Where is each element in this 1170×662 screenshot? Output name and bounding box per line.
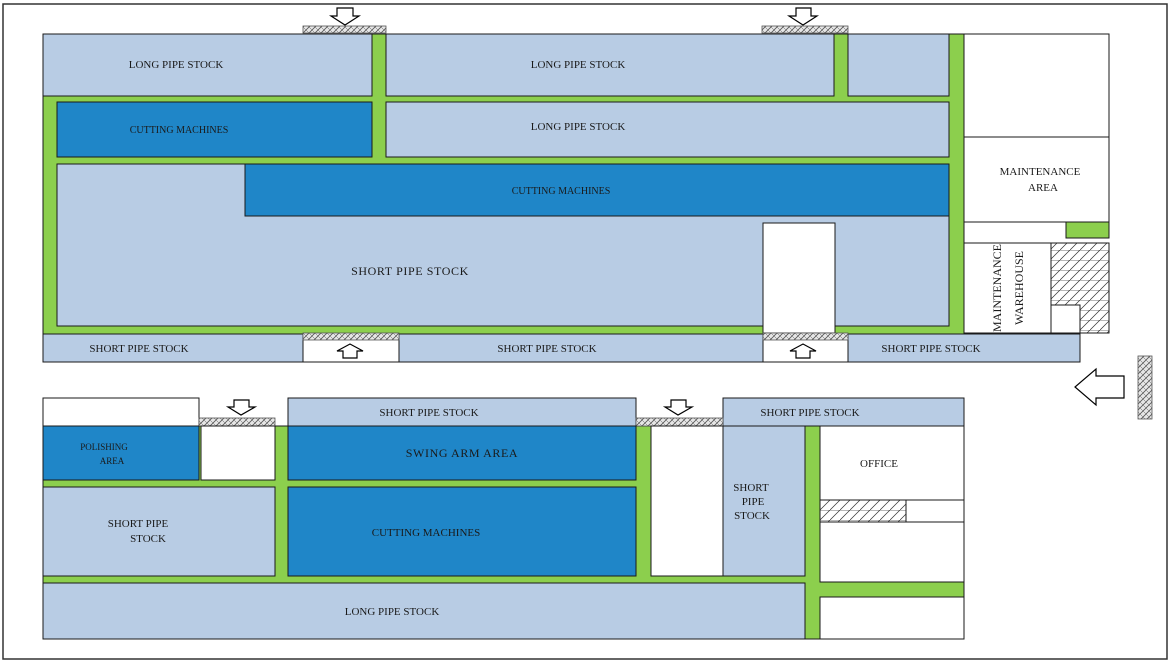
label-short-pipe-stock: SHORT (733, 482, 769, 494)
stair-landing (1050, 304, 1081, 334)
cutting-machines-zone (287, 486, 637, 577)
short-pipe-stock-zone (398, 333, 764, 363)
short-pipe-stock-zone (847, 333, 1081, 363)
empty-bay (650, 425, 724, 577)
label-maintenance-warehouse: MAINTENANCE (990, 244, 1004, 332)
label-long-pipe-stock: LONG PIPE STOCK (531, 59, 626, 71)
label-short-pipe-stock: SHORT PIPE STOCK (881, 343, 980, 355)
door (302, 332, 400, 341)
empty-bay (819, 596, 965, 640)
empty-bay (200, 425, 276, 481)
empty-bay (42, 397, 200, 427)
door (1137, 355, 1153, 420)
arrow-left-icon (1074, 367, 1125, 407)
label-short-pipe-stock: SHORT PIPE STOCK (379, 407, 478, 419)
long-pipe-stock-zone (42, 582, 806, 640)
long-pipe-stock-zone (42, 33, 373, 97)
label-polishing-area: AREA (100, 456, 125, 466)
label-short-pipe-stock: SHORT PIPE (108, 518, 169, 530)
polishing-area-zone (42, 425, 200, 481)
label-long-pipe-stock: LONG PIPE STOCK (531, 121, 626, 133)
maintenance-area-zone (963, 33, 1110, 223)
arrow-down-icon (225, 399, 258, 416)
label-short-pipe-stock: PIPE (742, 496, 765, 508)
label-maintenance-area: AREA (1028, 182, 1058, 194)
label-short-pipe-stock: STOCK (130, 533, 166, 545)
label-cutting-machines: CUTTING MACHINES (130, 125, 229, 136)
arrow-down-icon (328, 7, 362, 26)
building-a: LONG PIPE STOCK LONG PIPE STOCK LONG PIP… (42, 7, 1153, 420)
label-polishing-area: POLISHING (80, 442, 128, 452)
label-maintenance-warehouse: WAREHOUSE (1012, 251, 1026, 325)
arrow-down-icon (662, 399, 695, 416)
label-office: OFFICE (860, 458, 898, 470)
short-pipe-stock-zone (722, 425, 806, 577)
arrow-up-icon (336, 343, 364, 359)
arrow-up-icon (789, 343, 817, 359)
door (635, 417, 724, 427)
label-short-pipe-stock: SHORT PIPE STOCK (89, 343, 188, 355)
aisle-stub (1065, 221, 1110, 239)
short-pipe-stock-zone (42, 486, 276, 577)
door (762, 332, 849, 341)
short-pipe-stock-zone (42, 333, 304, 363)
open-bay (762, 222, 836, 334)
page-frame (2, 3, 1168, 660)
arrow-down-icon (786, 7, 820, 26)
door (302, 25, 387, 34)
long-pipe-stock-zone (385, 33, 835, 97)
label-short-pipe-stock: SHORT PIPE STOCK (497, 343, 596, 355)
long-pipe-stock-zone (385, 101, 950, 158)
label-maintenance-area: MAINTENANCE (1000, 166, 1081, 178)
stairs (819, 499, 907, 523)
maintenance-warehouse-zone (963, 242, 1052, 334)
label-short-pipe-stock: STOCK (734, 510, 770, 522)
label-swing-arm-area: SWING ARM AREA (406, 446, 518, 460)
cutting-machines-zone (56, 101, 373, 158)
swing-arm-area-zone (287, 425, 637, 481)
label-long-pipe-stock: LONG PIPE STOCK (345, 606, 440, 618)
door (761, 25, 849, 34)
label-cutting-machines: CUTTING MACHINES (372, 527, 480, 539)
building-b: POLISHING AREA SHORT PIPE STOCK SHORT PI… (42, 397, 965, 640)
label-short-pipe-stock: SHORT PIPE STOCK (351, 264, 469, 278)
label-cutting-machines: CUTTING MACHINES (512, 186, 611, 197)
label-short-pipe-stock: SHORT PIPE STOCK (760, 407, 859, 419)
door (198, 417, 276, 427)
label-long-pipe-stock: LONG PIPE STOCK (129, 59, 224, 71)
cutting-machines-zone (244, 163, 950, 217)
long-pipe-stock-zone (847, 33, 950, 97)
